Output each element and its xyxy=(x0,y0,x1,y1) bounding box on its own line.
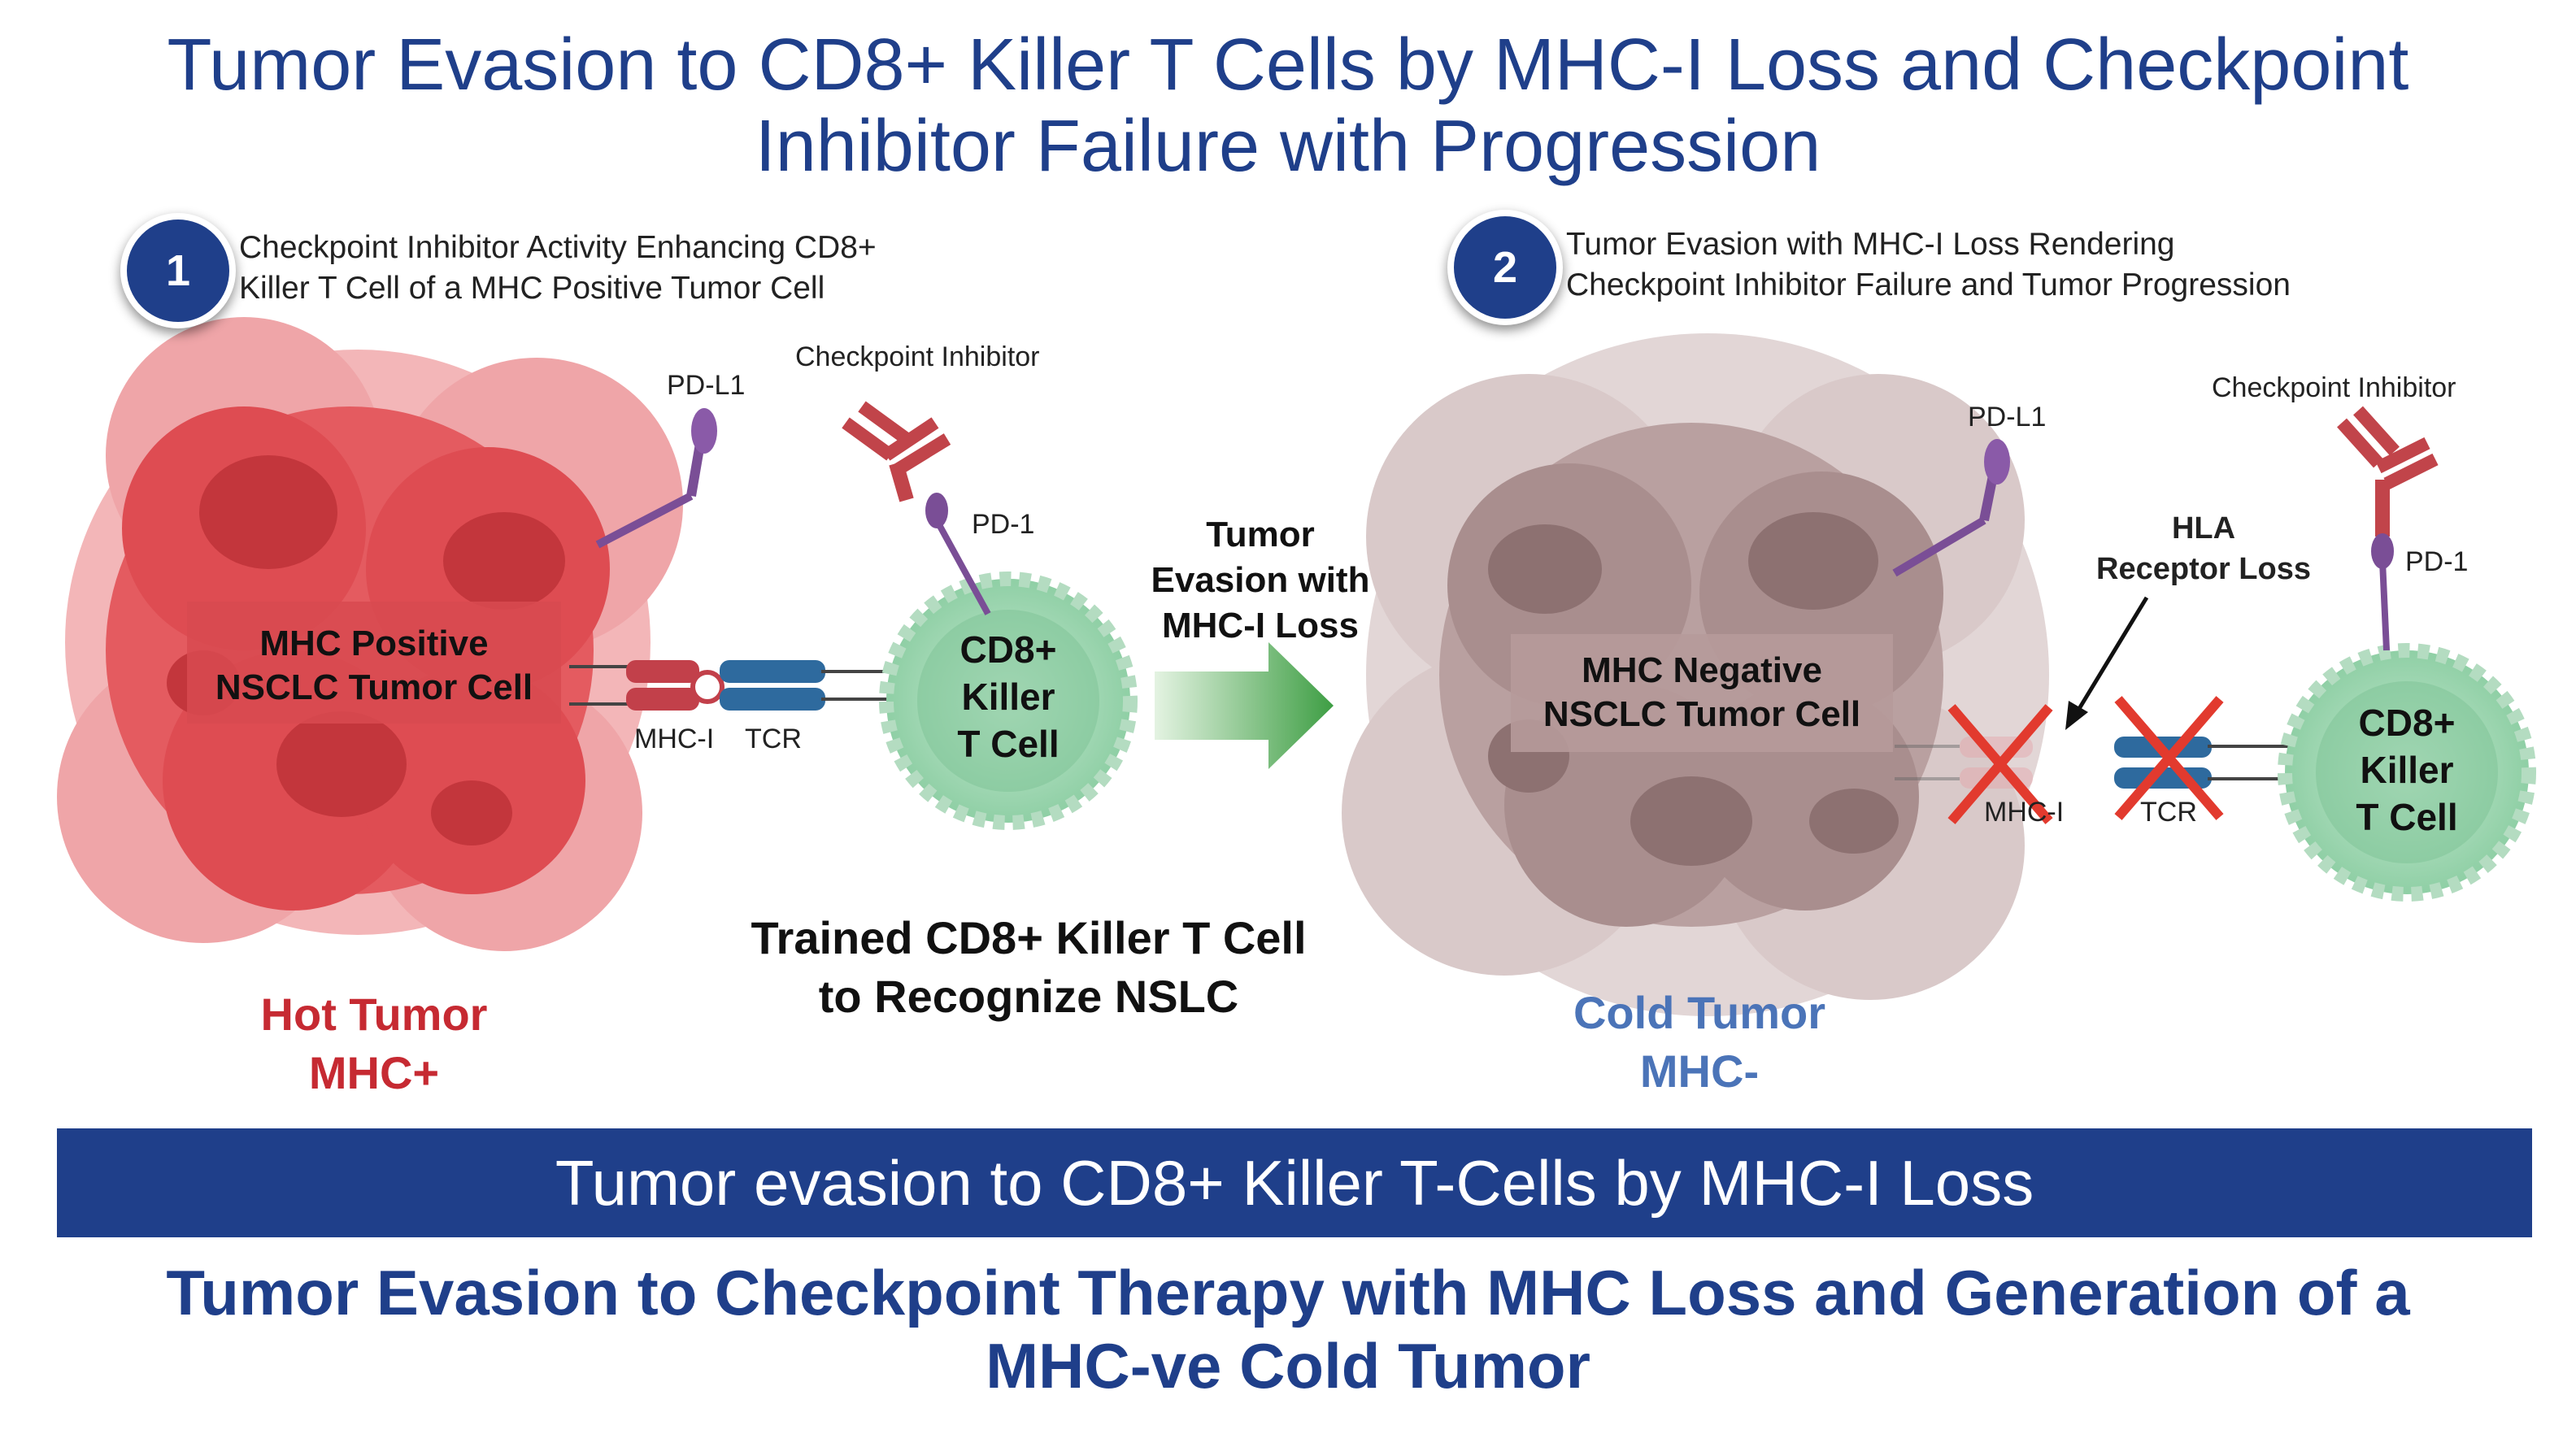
hot-tumor-cell-label: MHC Positive NSCLC Tumor Cell xyxy=(187,622,561,710)
pdl1-protein-1 xyxy=(595,408,717,549)
hot-tumor-type-line1: Hot Tumor xyxy=(260,989,488,1040)
tcell-2-label-line3: T Cell xyxy=(2356,796,2458,838)
trained-tcell-caption-line2: to Recognize NSLC xyxy=(818,971,1239,1022)
pdl1-label-2: PD-L1 xyxy=(1968,402,2047,432)
pdl1-protein-2 xyxy=(1892,439,2010,577)
tcell-1-label-line2: Killer xyxy=(961,676,1055,718)
mhc1-label-2: MHC-I xyxy=(1984,797,2065,828)
hot-tumor-type-line2: MHC+ xyxy=(308,1047,440,1098)
hla-loss-label-line2: Receptor Loss xyxy=(2096,552,2311,586)
cold-tumor-cell-label-line1: MHC Negative xyxy=(1582,650,1822,690)
transition-arrow-label-line1: Tumor xyxy=(1206,515,1315,554)
step-2-badge: 2 xyxy=(1447,210,1563,325)
checkpoint-inhibitor-2 xyxy=(2337,406,2439,537)
hot-tumor-cell-label-line1: MHC Positive xyxy=(259,624,489,663)
hot-tumor-label-box xyxy=(187,602,561,724)
tcell-1-label-line1: CD8+ xyxy=(959,628,1057,671)
pd1-label-2: PD-1 xyxy=(2405,546,2469,577)
transition-arrow-label-line3: MHC-I Loss xyxy=(1162,606,1359,645)
transition-arrow-label: Tumor Evasion with MHC-I Loss xyxy=(1114,512,1407,649)
hot-tumor-type-label: Hot Tumor MHC+ xyxy=(187,985,561,1102)
hla-loss-arrow xyxy=(2065,596,2149,730)
hot-tumor-cell-label-line2: NSCLC Tumor Cell xyxy=(215,667,533,707)
tcr-cross-icon xyxy=(2114,696,2224,820)
mhc1-tcr-synapse-1 xyxy=(569,660,919,711)
footer-title-line1: Tumor Evasion to Checkpoint Therapy with… xyxy=(166,1257,2410,1328)
checkpoint-inhibitor-label-1: Checkpoint Inhibitor xyxy=(795,341,1040,372)
tcell-2 xyxy=(2278,643,2536,902)
checkpoint-inhibitor-1 xyxy=(842,401,951,502)
tcell-1-label: CD8+ Killer T Cell xyxy=(919,626,1098,767)
step-2-caption: Tumor Evasion with MHC-I Loss Rendering … xyxy=(1566,224,2291,306)
tcell-1-label-line3: T Cell xyxy=(957,723,1060,765)
step-1-badge: 1 xyxy=(120,213,236,328)
cold-tumor-cell-label-line2: NSCLC Tumor Cell xyxy=(1543,694,1861,734)
transition-arrow-label-line2: Evasion with xyxy=(1151,560,1370,600)
cold-tumor-label-box xyxy=(1511,634,1893,752)
hla-loss-label-line1: HLA xyxy=(2171,511,2236,545)
pd1-label-1: PD-1 xyxy=(972,509,1035,540)
summary-banner: Tumor evasion to CD8+ Killer T-Cells by … xyxy=(57,1128,2532,1237)
tcr-2 xyxy=(2114,737,2301,789)
pd1-protein-2 xyxy=(2371,533,2394,651)
footer-title-line2: MHC-ve Cold Tumor xyxy=(986,1330,1590,1402)
pd1-protein-1 xyxy=(925,493,991,615)
tcr-label-2: TCR xyxy=(2140,797,2197,828)
page-title-line2: Inhibitor Failure with Progression xyxy=(755,106,1821,187)
pdl1-label-1: PD-L1 xyxy=(667,370,746,401)
tcell-2-label-line2: Killer xyxy=(2360,749,2454,791)
cold-tumor-type-label: Cold Tumor MHC- xyxy=(1512,984,1886,1101)
cold-tumor-type-line2: MHC- xyxy=(1639,1045,1760,1097)
cold-tumor-type-line1: Cold Tumor xyxy=(1573,987,1826,1038)
step-1-caption-line2: Killer T Cell of a MHC Positive Tumor Ce… xyxy=(239,271,825,306)
step-2-caption-line2: Checkpoint Inhibitor Failure and Tumor P… xyxy=(1566,267,2291,302)
tcell-1 xyxy=(879,572,1138,830)
transition-arrow xyxy=(1155,642,1334,769)
mhc1-label-1: MHC-I xyxy=(634,724,715,754)
trained-tcell-caption-line1: Trained CD8+ Killer T Cell xyxy=(751,912,1307,963)
mhc1-cross-icon xyxy=(1947,704,2053,824)
step-1-caption-line1: Checkpoint Inhibitor Activity Enhancing … xyxy=(239,230,877,265)
page-title-line1: Tumor Evasion to CD8+ Killer T Cells by … xyxy=(167,24,2409,106)
step-1-caption: Checkpoint Inhibitor Activity Enhancing … xyxy=(239,228,877,309)
tcr-label-1: TCR xyxy=(745,724,802,754)
tcell-2-label-line1: CD8+ xyxy=(2358,702,2456,744)
cold-tumor-cell-label: MHC Negative NSCLC Tumor Cell xyxy=(1511,649,1893,737)
checkpoint-inhibitor-label-2: Checkpoint Inhibitor xyxy=(2212,372,2456,403)
hla-loss-label: HLA Receptor Loss xyxy=(2082,508,2326,589)
step-2-caption-line1: Tumor Evasion with MHC-I Loss Rendering xyxy=(1566,227,2175,262)
trained-tcell-caption: Trained CD8+ Killer T Cell to Recognize … xyxy=(691,909,1366,1026)
footer-title: Tumor Evasion to Checkpoint Therapy with… xyxy=(49,1256,2527,1402)
tcell-2-label: CD8+ Killer T Cell xyxy=(2317,699,2496,841)
page-title: Tumor Evasion to CD8+ Killer T Cells by … xyxy=(49,24,2527,187)
